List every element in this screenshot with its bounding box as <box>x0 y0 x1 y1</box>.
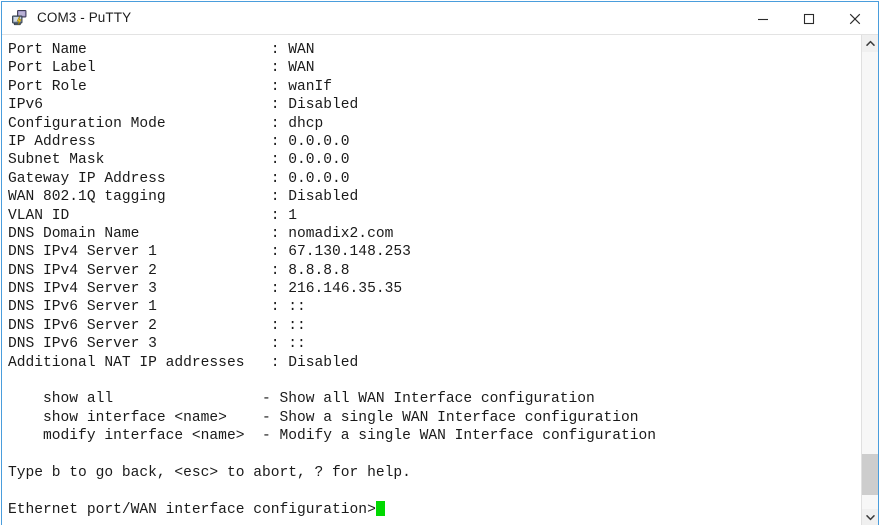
terminal-line: Port Name : WAN <box>8 42 315 58</box>
terminal-line: Port Label : WAN <box>8 60 315 77</box>
terminal-line: show interface <name> - Show a single WA… <box>8 409 639 426</box>
chevron-up-icon <box>866 40 875 47</box>
terminal-line <box>8 446 861 464</box>
terminal-line: modify interface <name> - Modify a singl… <box>8 428 657 445</box>
scrollbar-down-button[interactable] <box>862 509 878 525</box>
terminal-line: WAN 802.1Q tagging : Disabled <box>8 189 359 206</box>
terminal-line: DNS IPv6 Server 3 : :: <box>8 336 306 353</box>
window-controls <box>740 2 878 35</box>
window-title: COM3 - PuTTY <box>37 9 132 25</box>
scrollbar-thumb[interactable] <box>862 454 878 496</box>
terminal-line: DNS Domain Name : nomadix2.com <box>8 225 394 242</box>
terminal-cursor <box>375 500 385 516</box>
terminal-line <box>8 372 861 390</box>
terminal-line: DNS IPv4 Server 1 : 67.130.148.253 <box>8 244 411 261</box>
terminal-line: IP Address : 0.0.0.0 <box>8 133 350 150</box>
terminal-line: DNS IPv4 Server 3 : 216.146.35.35 <box>8 281 403 298</box>
chevron-down-icon <box>866 514 875 521</box>
terminal-line: DNS IPv6 Server 1 : :: <box>8 299 306 316</box>
terminal-line: Ethernet port/WAN interface configuratio… <box>8 500 861 519</box>
terminal-line: DNS IPv4 Server 2 : 8.8.8.8 <box>8 262 350 279</box>
terminal-scrollbar[interactable] <box>861 35 878 525</box>
terminal-line: VLAN ID : 1 <box>8 207 298 224</box>
terminal-line: Port Role : wanIf <box>8 78 333 95</box>
scrollbar-track[interactable] <box>862 52 878 509</box>
terminal-line: show all - Show all WAN Interface config… <box>8 391 595 408</box>
terminal-line: IPv6 : Disabled <box>8 97 359 114</box>
terminal-line <box>8 482 861 500</box>
terminal-line: Subnet Mask : 0.0.0.0 <box>8 152 350 169</box>
terminal-line: Additional NAT IP addresses : Disabled <box>8 354 359 371</box>
terminal-line: DNS IPv6 Server 2 : :: <box>8 317 306 334</box>
minimize-button[interactable] <box>740 2 786 35</box>
title-bar[interactable]: COM3 - PuTTY <box>2 2 878 35</box>
scrollbar-up-button[interactable] <box>862 35 878 52</box>
terminal-line: Type b to go back, <esc> to abort, ? for… <box>8 464 411 481</box>
close-button[interactable] <box>832 2 878 35</box>
putty-icon <box>11 9 29 27</box>
maximize-button[interactable] <box>786 2 832 35</box>
terminal-line: Configuration Mode : dhcp <box>8 115 324 132</box>
terminal-line: Gateway IP Address : 0.0.0.0 <box>8 170 350 187</box>
